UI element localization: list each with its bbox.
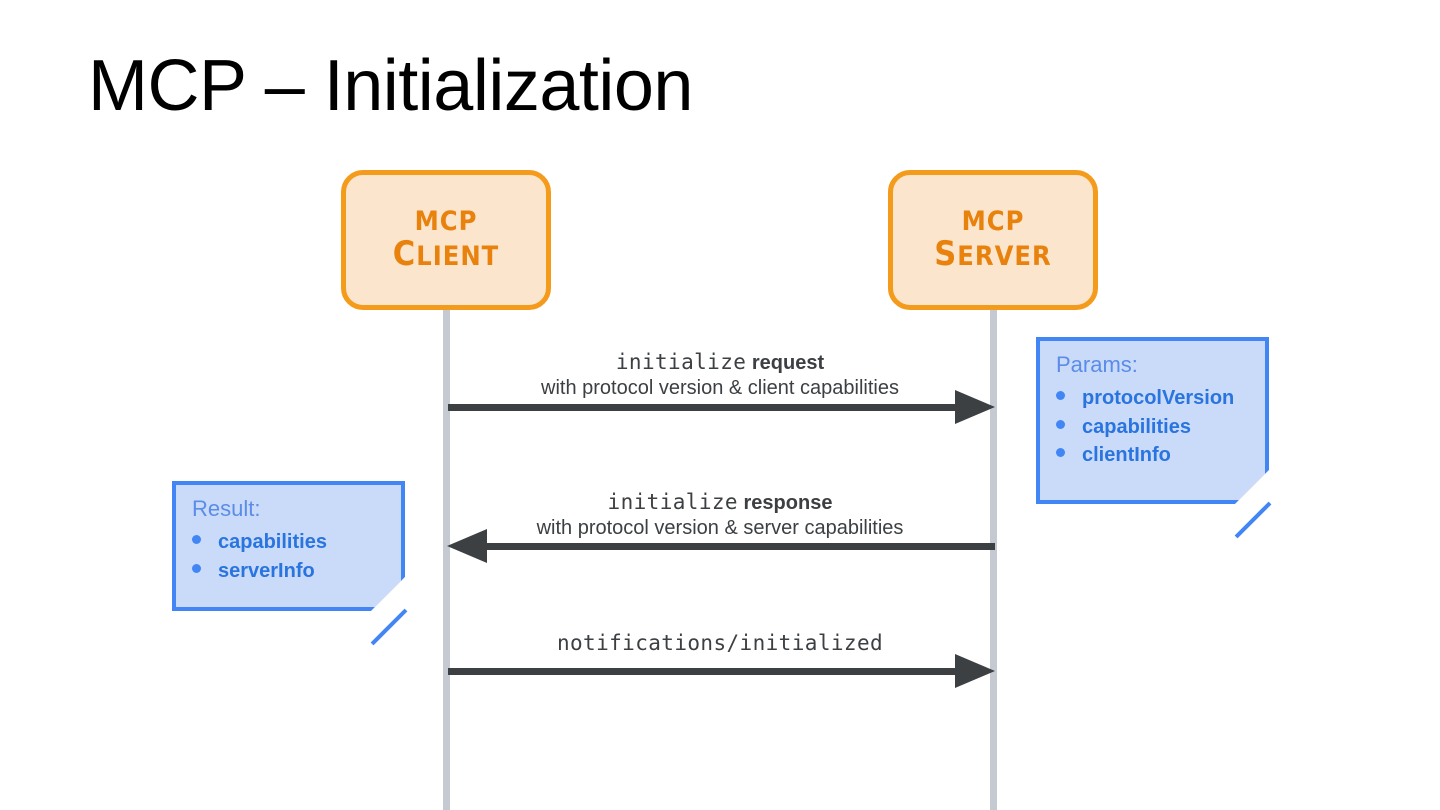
- lifeline-server: [990, 300, 997, 810]
- list-item: clientInfo: [1056, 441, 1249, 469]
- bullet-icon: [1056, 419, 1065, 429]
- note-params: Params: protocolVersion capabilities cli…: [1036, 337, 1272, 539]
- list-item: serverInfo: [192, 557, 385, 585]
- message-1-subtitle: with protocol version & client capabilit…: [541, 377, 899, 400]
- list-item: capabilities: [192, 528, 385, 556]
- note-params-item-2: clientInfo: [1082, 443, 1171, 466]
- message-3-method: notifications/initialized: [556, 631, 884, 656]
- message-1-arrowhead: [955, 390, 995, 424]
- message-3-labels: notifications/initialized: [446, 630, 994, 658]
- page-title: MCP – Initialization: [88, 46, 693, 126]
- message-1-labels: initialize request with protocol version…: [446, 349, 994, 402]
- message-2-line: [487, 543, 995, 550]
- message-notifications-initialized: notifications/initialized: [446, 616, 994, 668]
- note-result-item-1: serverInfo: [218, 559, 315, 582]
- note-result: Result: capabilities serverInfo: [172, 481, 408, 646]
- message-3-title: notifications/initialized: [446, 630, 994, 658]
- note-params-list: protocolVersion capabilities clientInfo: [1056, 384, 1249, 469]
- message-1-line: [448, 404, 957, 411]
- note-params-item-1: capabilities: [1082, 415, 1191, 438]
- message-2-method: initialize: [607, 489, 738, 514]
- message-2-arrowhead: [447, 529, 487, 563]
- note-result-list: capabilities serverInfo: [192, 528, 385, 585]
- message-2-kind: response: [737, 491, 833, 514]
- message-1-method: initialize: [615, 349, 747, 374]
- message-2-subtitle: with protocol version & server capabilit…: [536, 517, 904, 540]
- message-3-line: [448, 668, 957, 675]
- note-params-inner: Params: protocolVersion capabilities cli…: [1040, 341, 1265, 483]
- actor-server-line1: MCP: [961, 206, 1025, 238]
- note-result-item-0: capabilities: [218, 531, 327, 554]
- bullet-icon: [192, 563, 201, 573]
- note-params-title: Params:: [1056, 352, 1138, 377]
- note-params-item-0: protocolVersion: [1082, 387, 1235, 410]
- note-fold-corner-icon: [370, 577, 408, 646]
- bullet-icon: [1056, 447, 1065, 457]
- actor-client-line1: MCP: [414, 206, 478, 238]
- note-result-inner: Result: capabilities serverInfo: [176, 485, 401, 599]
- list-item: protocolVersion: [1056, 384, 1249, 412]
- actor-server-line2: SERVER: [934, 234, 1052, 275]
- bullet-icon: [1056, 391, 1065, 401]
- lifeline-client: [443, 300, 450, 810]
- note-result-title: Result:: [192, 496, 261, 521]
- actor-client-line2: CLIENT: [392, 234, 500, 275]
- list-item: capabilities: [1056, 413, 1249, 441]
- message-initialize-response: initialize response with protocol versio…: [446, 480, 994, 552]
- message-3-arrowhead: [955, 654, 995, 688]
- actor-box-client[interactable]: MCP CLIENT: [341, 170, 551, 310]
- message-initialize-request: initialize request with protocol version…: [446, 340, 994, 412]
- bullet-icon: [192, 535, 201, 545]
- message-2-title: initialize response: [446, 489, 994, 517]
- note-fold-corner-icon: [1234, 470, 1272, 539]
- message-1-kind: request: [746, 351, 825, 374]
- message-2-labels: initialize response with protocol versio…: [446, 489, 994, 542]
- actor-box-server[interactable]: MCP SERVER: [888, 170, 1098, 310]
- message-1-title: initialize request: [446, 349, 994, 377]
